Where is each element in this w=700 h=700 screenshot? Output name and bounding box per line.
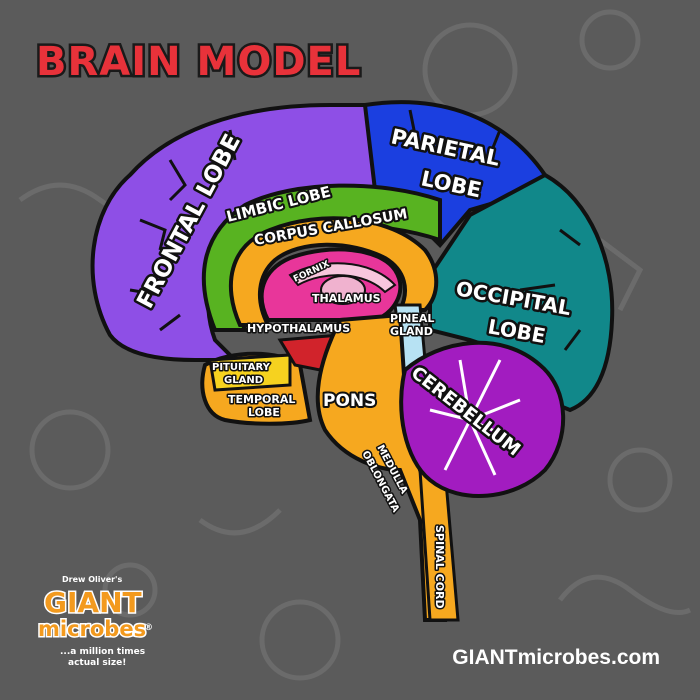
label-temporal-lobe-1: TEMPORAL	[228, 393, 295, 406]
label-pituitary-gland-2: GLAND	[224, 375, 263, 386]
sulci-lines	[129, 109, 582, 351]
logo-word-microbes: microbes	[38, 617, 146, 641]
label-hypothalamus: HYPOTHALAMUS	[247, 322, 350, 335]
logo-word-giant: GIANT	[44, 586, 142, 619]
cerebellum-tree	[429, 359, 521, 476]
logo-registered-mark: ®	[144, 623, 153, 633]
label-spinal-cord: SPINAL CORD	[433, 525, 446, 609]
cerebellum-region	[399, 340, 566, 498]
label-temporal-lobe-2: LOBE	[248, 406, 280, 419]
label-pineal-gland-2: GLAND	[390, 325, 433, 338]
website-link[interactable]: GIANTmicrobes.com	[452, 646, 660, 669]
label-pons: PONS	[323, 391, 376, 411]
poster-title: BRAIN MODEL	[36, 39, 361, 85]
label-pineal-gland-1: PINEAL	[390, 312, 434, 325]
logo-tagline-1: ...a million times	[60, 647, 145, 657]
fornix-band	[288, 262, 397, 294]
label-pituitary-gland-1: PITUITARY	[212, 362, 271, 373]
logo-byline: Drew Oliver's	[62, 575, 123, 584]
corpus-callosum-region	[228, 216, 439, 327]
thalamus-core	[320, 275, 366, 305]
pituitary-gland-region	[208, 353, 292, 392]
giantmicrobes-logo: Drew Oliver's GIANT microbes ® ...a mill…	[37, 575, 154, 668]
label-thalamus: THALAMUS	[312, 292, 381, 305]
logo-tagline-2: actual size!	[68, 658, 126, 668]
